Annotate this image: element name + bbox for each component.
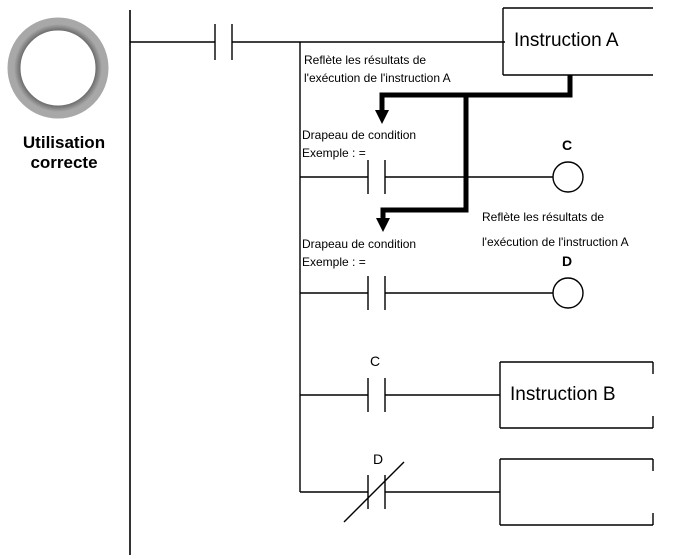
contact-d-label: D	[373, 451, 384, 467]
instruction-b-label: Instruction B	[510, 384, 616, 405]
rung-1	[130, 24, 505, 60]
coil-d-label: D	[562, 253, 573, 269]
rung-5	[300, 458, 654, 526]
status-label-line-2: correcte	[30, 153, 98, 172]
condition-flag-note-2-line-1: Drapeau de condition	[302, 237, 417, 251]
contact-c-label: C	[370, 353, 381, 369]
correct-use-ring-icon	[7, 17, 109, 119]
condition-flag-note-1-line-2: Exemple : =	[302, 146, 366, 160]
reflect-note-1-line-2: l'exécution de l'instruction A	[304, 71, 451, 85]
reflect-note-2-line-1: Reflète les résultats de	[482, 210, 605, 224]
condition-flag-note-2-line-2: Exemple : =	[302, 255, 366, 269]
coil-d	[552, 277, 584, 309]
result-flow-arrow-2-icon	[376, 218, 390, 232]
status-label: Utilisation correcte	[0, 133, 128, 173]
reflect-note-1: Reflète les résultats de l'exécution de …	[304, 51, 451, 87]
status-label-line-1: Utilisation	[22, 133, 106, 152]
condition-flag-note-1: Drapeau de condition Exemple : =	[302, 126, 416, 162]
coil-c	[552, 161, 584, 193]
instruction-a-box	[502, 7, 653, 76]
reflect-note-2-line-2: l'exécution de l'instruction A	[482, 235, 629, 249]
reflect-note-1-line-1: Reflète les résultats de	[304, 53, 427, 67]
reflect-note-2: Reflète les résultats de l'exécution de …	[482, 205, 629, 255]
result-flow-path	[379, 75, 573, 110]
coil-c-label: C	[562, 137, 573, 153]
rung-4	[300, 361, 654, 429]
result-flow-arrow-1-icon	[375, 110, 389, 124]
result-flow-path-2	[380, 95, 469, 218]
rung-2	[300, 160, 584, 194]
condition-flag-note-1-line-1: Drapeau de condition	[302, 128, 417, 142]
condition-flag-note-2: Drapeau de condition Exemple : =	[302, 235, 416, 271]
instruction-a-label: Instruction A	[514, 30, 619, 51]
rung-3	[300, 276, 584, 310]
